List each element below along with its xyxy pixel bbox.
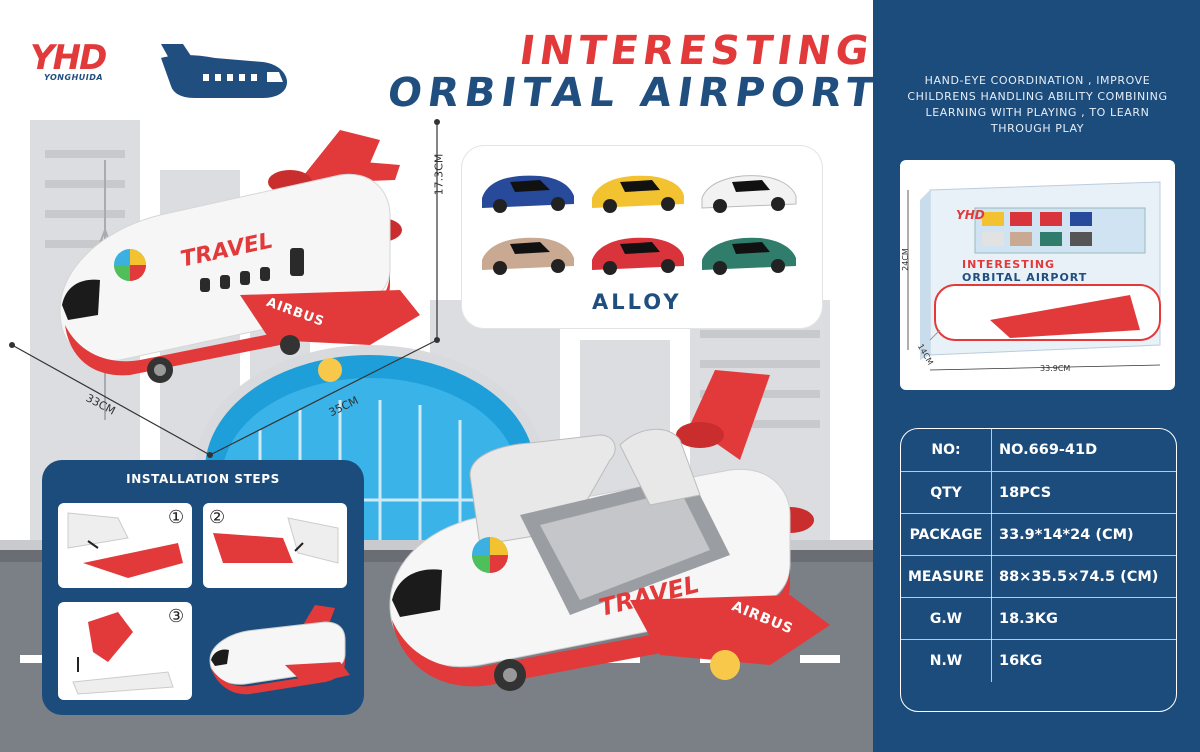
plane-open-illustration xyxy=(389,370,830,691)
step-3-tail-icon xyxy=(72,612,174,695)
car-white-icon xyxy=(701,175,797,213)
car-blue-icon xyxy=(482,175,574,213)
spec-row-measure: MEASURE 88×35.5×74.5 (CM) xyxy=(901,555,1176,598)
headline-line-2: ORBITAL AIRPORT xyxy=(384,70,883,116)
spec-key: N.W xyxy=(929,653,963,669)
spec-value: 88×35.5×74.5 (CM) xyxy=(999,569,1159,585)
spec-row-qty: QTY 18PCS xyxy=(901,471,1176,514)
spec-row-net-weight: N.W 16KG xyxy=(901,639,1176,682)
installation-step-1: ① xyxy=(58,503,192,588)
dimension-height-label: 17.3CM xyxy=(432,153,446,196)
step-2-number: ② xyxy=(209,507,226,528)
installation-step-3: ③ xyxy=(58,602,192,700)
alloy-cars-illustration xyxy=(482,175,797,275)
brand-logo: YHD xyxy=(30,38,107,78)
spec-key: NO: xyxy=(931,442,961,458)
spec-key: PACKAGE xyxy=(909,527,983,543)
package-height-label: 24CM xyxy=(900,248,910,271)
package-logo: YHD xyxy=(956,208,985,222)
car-silver-icon xyxy=(482,237,574,275)
brand-subtitle: YONGHUIDA xyxy=(44,73,104,82)
step-1-number: ① xyxy=(168,507,185,528)
car-green-icon xyxy=(702,237,796,275)
package-title-1: INTERESTING xyxy=(962,258,1056,271)
headline-line-1: INTERESTING xyxy=(516,28,877,74)
specs-table: NO: NO.669-41D QTY 18PCS PACKAGE 33.9*14*24… xyxy=(900,428,1177,712)
spec-key: QTY xyxy=(930,485,962,501)
step-1-wing-icon xyxy=(67,512,183,578)
step-2-wing-icon xyxy=(213,517,339,564)
spec-row-number: NO: NO.669-41D xyxy=(901,429,1176,471)
package-box-illustration xyxy=(907,181,1161,371)
alloy-label: ALLOY xyxy=(592,290,682,314)
step-3-number: ③ xyxy=(168,606,185,627)
spec-value: 33.9*14*24 (CM) xyxy=(999,527,1134,543)
spec-value: 16KG xyxy=(999,653,1043,669)
plane-closed-illustration xyxy=(59,130,420,383)
spec-value: 18.3KG xyxy=(999,611,1058,627)
installation-title: INSTALLATION STEPS xyxy=(126,472,280,486)
package-title-2: ORBITAL AIRPORT xyxy=(962,271,1088,284)
package-width-label: 33.9CM xyxy=(1040,364,1071,373)
car-red-icon xyxy=(592,237,684,275)
step-3-result-plane-icon xyxy=(209,605,350,695)
spec-value: NO.669-41D xyxy=(999,442,1098,458)
spec-row-package: PACKAGE 33.9*14*24 (CM) xyxy=(901,513,1176,556)
installation-step-2: ② xyxy=(203,503,347,588)
spec-value: 18PCS xyxy=(999,485,1052,501)
plane-silhouette-icon xyxy=(161,44,287,98)
spec-key: G.W xyxy=(929,611,963,627)
spec-row-gross-weight: G.W 18.3KG xyxy=(901,597,1176,640)
product-description: HAND-EYE COORDINATION , IMPROVE CHILDREN… xyxy=(907,74,1168,135)
dimension-lines xyxy=(9,119,440,458)
package-box-card: YHD INTERESTING ORBITAL AIRPORT 24CM 14C… xyxy=(900,160,1175,390)
spec-key: MEASURE xyxy=(907,569,985,585)
car-yellow-icon xyxy=(592,175,684,213)
